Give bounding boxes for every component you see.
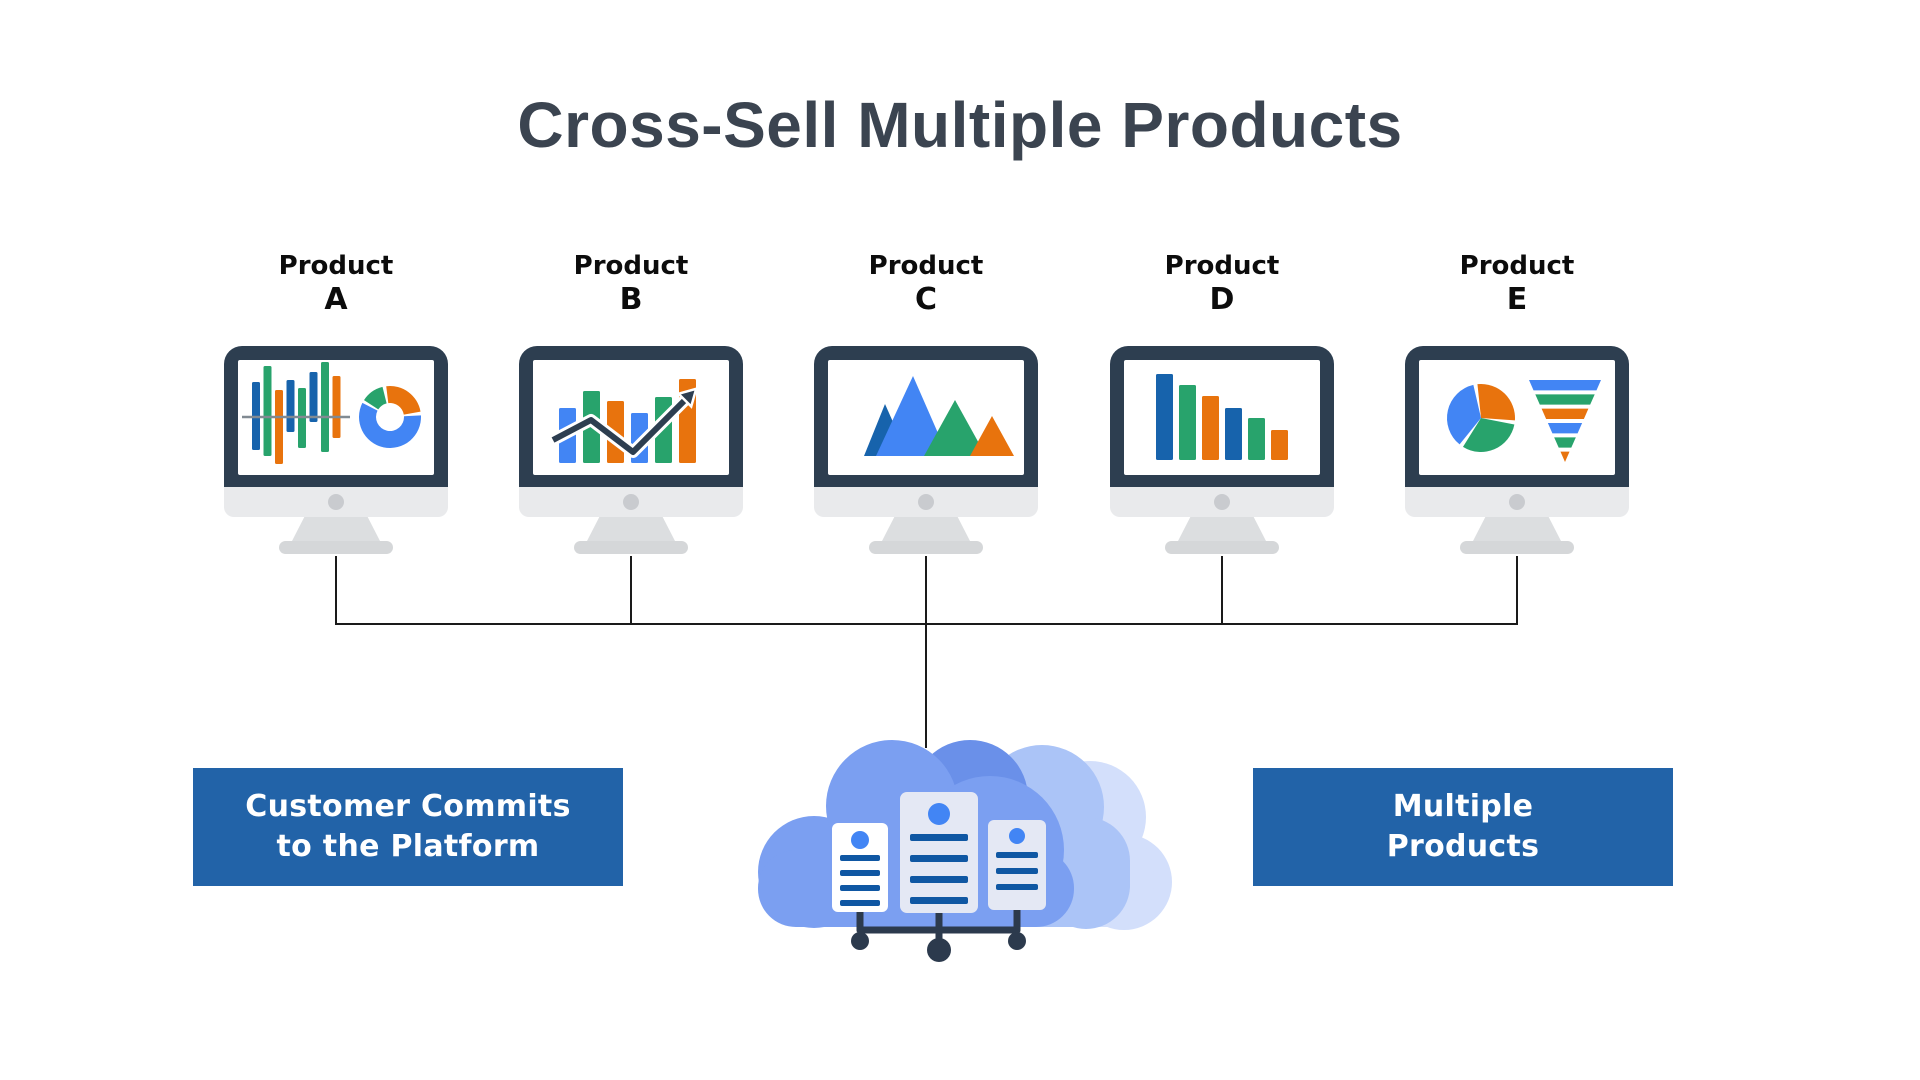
product-c-letter: C: [914, 282, 938, 317]
connector-line-b: [630, 556, 632, 624]
growth-bar-chart-icon: [547, 379, 698, 463]
right-callout-line-1: Multiple: [1392, 789, 1534, 824]
monitor-bezel: [519, 346, 743, 487]
monitor-icon: [1110, 346, 1334, 554]
page-title: Cross-Sell Multiple Products: [517, 89, 1403, 161]
connector-line-a: [335, 556, 337, 624]
monitor-bezel: [1405, 346, 1629, 487]
product-b-label: Product: [573, 251, 689, 281]
monitor-base: [279, 541, 393, 554]
product-d-label: Product: [1164, 251, 1280, 281]
product-c: Product C: [814, 250, 1038, 554]
monitor-bezel: [814, 346, 1038, 487]
monitor-icon: [224, 346, 448, 554]
connector-line-d: [1221, 556, 1223, 624]
product-a-label: Product: [278, 251, 394, 281]
connector-line-e: [1516, 556, 1518, 624]
product-a-letter: A: [324, 282, 348, 317]
monitor-screen: [1124, 360, 1320, 475]
product-e: Product E: [1405, 250, 1629, 554]
cloud-server-icon: [742, 722, 1172, 962]
monitor-base: [574, 541, 688, 554]
monitor-screen: [828, 360, 1024, 475]
monitor-stand: [292, 517, 380, 541]
monitor-chin: [814, 487, 1038, 517]
monitor-stand: [882, 517, 970, 541]
camera-dot-icon: [1214, 494, 1230, 510]
monitor-icon: [814, 346, 1038, 554]
monitor-base: [869, 541, 983, 554]
product-b-letter: B: [619, 282, 643, 317]
monitor-icon: [1405, 346, 1629, 554]
right-callout-line-2: Products: [1386, 829, 1540, 864]
monitor-stand: [1178, 517, 1266, 541]
product-d: Product D: [1110, 250, 1334, 554]
connector-line-to-cloud: [925, 625, 927, 748]
product-c-label: Product: [868, 251, 984, 281]
monitor-stand: [1473, 517, 1561, 541]
monitor-chin: [224, 487, 448, 517]
product-b: Product B: [519, 250, 743, 554]
cloud-server-svg: [758, 740, 1172, 962]
product-d-letter: D: [1209, 282, 1235, 317]
connector-line-horizontal: [335, 623, 1518, 625]
camera-dot-icon: [328, 494, 344, 510]
pie-and-funnel-chart-icon: [1447, 380, 1601, 462]
connector-line-c: [925, 556, 927, 624]
product-e-label: Product: [1459, 251, 1575, 281]
left-callout-box: Customer Commits to the Platform: [193, 768, 623, 886]
camera-dot-icon: [623, 494, 639, 510]
monitor-bezel: [224, 346, 448, 487]
monitor-screen: [533, 360, 729, 475]
monitor-chin: [1405, 487, 1629, 517]
monitor-base: [1460, 541, 1574, 554]
camera-dot-icon: [918, 494, 934, 510]
monitor-chin: [1110, 487, 1334, 517]
monitor-chin: [519, 487, 743, 517]
monitor-bezel: [1110, 346, 1334, 487]
monitor-base: [1165, 541, 1279, 554]
bar-and-donut-chart-icon: [242, 362, 421, 464]
monitor-icon: [519, 346, 743, 554]
monitor-screen: [238, 360, 434, 475]
right-callout-box: Multiple Products: [1253, 768, 1673, 886]
product-a: Product A: [224, 250, 448, 554]
left-callout-line-2: to the Platform: [276, 829, 540, 864]
camera-dot-icon: [1509, 494, 1525, 510]
monitor-screen: [1419, 360, 1615, 475]
left-callout-line-1: Customer Commits: [245, 789, 571, 824]
monitor-stand: [587, 517, 675, 541]
descending-bar-chart-icon: [1156, 374, 1288, 460]
product-e-letter: E: [1506, 282, 1528, 317]
mountain-area-chart-icon: [864, 376, 1014, 456]
